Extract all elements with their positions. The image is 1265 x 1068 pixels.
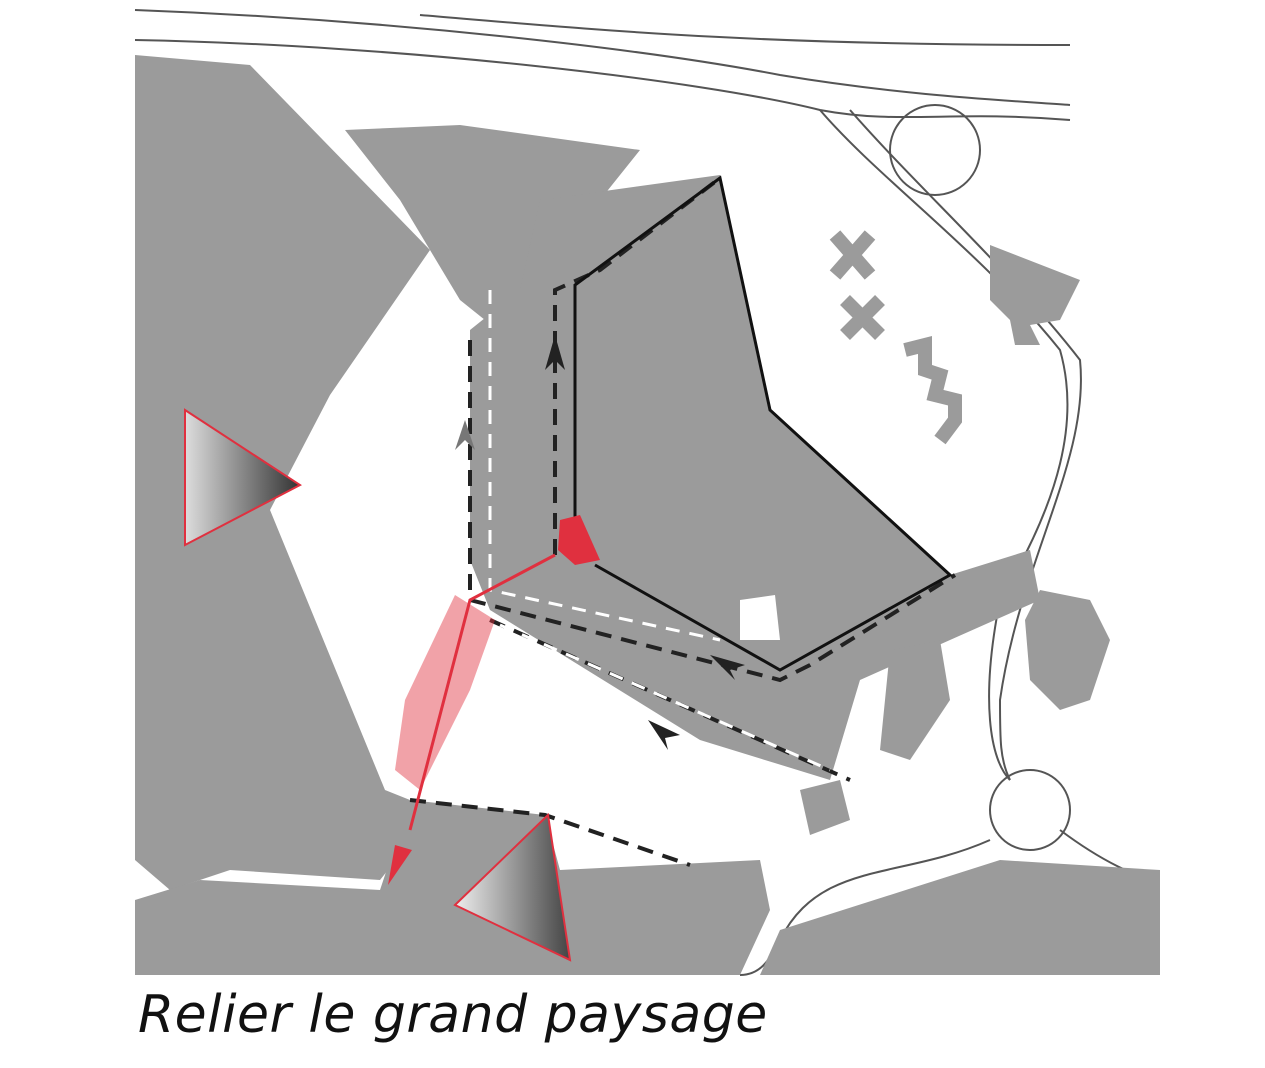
arrow-up-icon — [545, 335, 565, 370]
viewpoint-cone-west — [184, 408, 302, 547]
arrow-icon — [388, 845, 412, 885]
arrow-icon — [710, 655, 745, 680]
arrow-icon — [648, 720, 680, 750]
gray-land-areas — [135, 55, 1160, 975]
viewpoint-cones — [184, 408, 572, 962]
building-glyphs — [829, 230, 962, 445]
caption: Relier le grand paysage — [138, 985, 768, 1045]
solid-outline — [573, 175, 953, 672]
red-connection — [388, 515, 600, 885]
direction-arrows — [455, 335, 745, 750]
white-park-area — [740, 595, 780, 640]
viewpoint-cone-south — [453, 812, 572, 962]
arrow-up-icon — [455, 420, 475, 450]
site-plan-map — [134, 9, 1161, 976]
roads — [134, 9, 1161, 976]
start-point-marker — [558, 515, 600, 565]
